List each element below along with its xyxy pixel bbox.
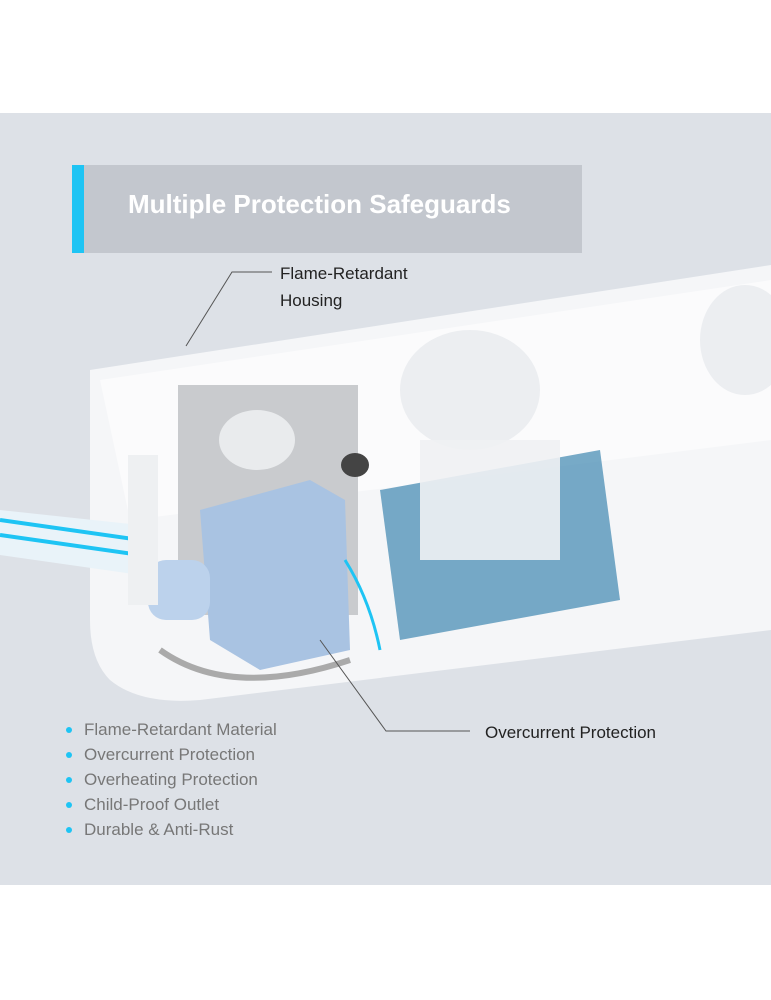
bullet-icon (66, 752, 72, 758)
feature-item: Durable & Anti-Rust (66, 817, 277, 842)
title-banner: Multiple Protection Safeguards (72, 165, 582, 253)
callout-housing-line2: Housing (280, 291, 343, 310)
feature-item: Child-Proof Outlet (66, 792, 277, 817)
bullet-icon (66, 827, 72, 833)
bullet-icon (66, 727, 72, 733)
bullet-icon (66, 777, 72, 783)
feature-item: Flame-Retardant Material (66, 717, 277, 742)
feature-item: Overheating Protection (66, 767, 277, 792)
accent-bar (72, 165, 84, 253)
page-title: Multiple Protection Safeguards (128, 189, 511, 219)
callout-housing: Flame-Retardant Housing (280, 260, 408, 314)
bullet-icon (66, 802, 72, 808)
feature-list: Flame-Retardant Material Overcurrent Pro… (66, 717, 277, 842)
feature-item: Overcurrent Protection (66, 742, 277, 767)
callout-overcurrent: Overcurrent Protection (485, 723, 657, 742)
power-strip-cutaway-illustration (0, 265, 771, 701)
callout-housing-line1: Flame-Retardant (280, 264, 408, 283)
